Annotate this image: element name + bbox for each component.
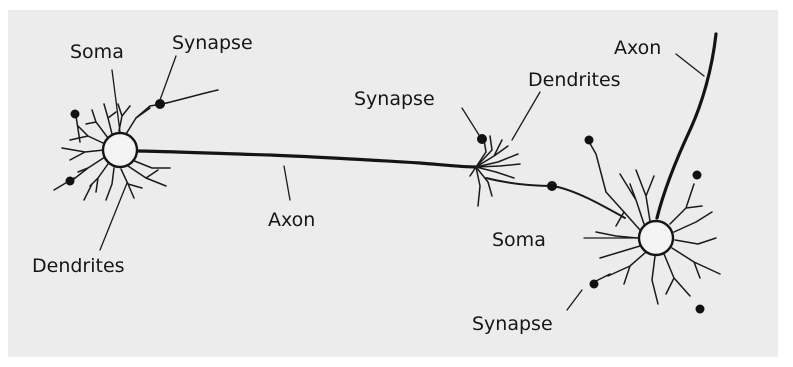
right-axon-label: Axon xyxy=(614,37,661,59)
left-soma-cell-body xyxy=(103,133,137,167)
synapse-dot xyxy=(696,305,705,314)
axon-main xyxy=(138,151,476,167)
middle-dendrites-label: Dendrites xyxy=(528,69,621,91)
right-synapse-dot-bottom xyxy=(590,280,599,289)
middle-synapse-dot xyxy=(477,134,487,144)
left-dendrites-label: Dendrites xyxy=(32,255,125,277)
right-soma-cell-body xyxy=(639,221,673,255)
synapse-dot xyxy=(585,136,594,145)
middle-axon-label: Axon xyxy=(268,209,315,231)
right-soma-label: Soma xyxy=(492,229,546,251)
right-synapse-dot xyxy=(547,181,557,191)
synapse-dot xyxy=(66,177,75,186)
left-synapse-label: Synapse xyxy=(172,32,253,54)
right-synapse-label: Synapse xyxy=(472,313,553,335)
left-soma-label: Soma xyxy=(70,41,124,63)
synapse-dot xyxy=(71,110,80,119)
synapse-dot xyxy=(693,171,702,180)
middle-synapse-label: Synapse xyxy=(354,88,435,110)
